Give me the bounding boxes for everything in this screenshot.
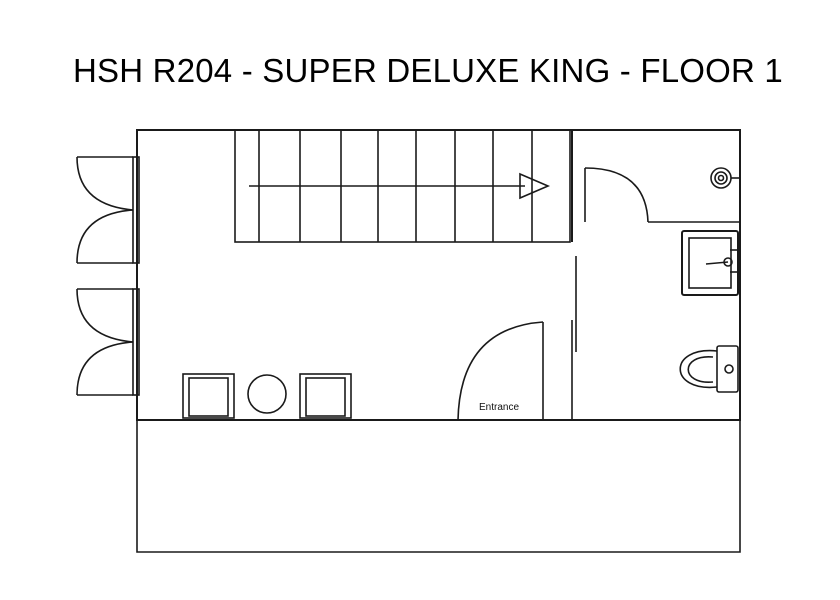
toilet-icon	[679, 345, 739, 393]
entrance-door	[457, 321, 544, 421]
entrance-label: Entrance	[479, 402, 519, 413]
sink-icon	[681, 230, 739, 296]
bathroom-door	[584, 167, 740, 223]
plan-title: HSH R204 - SUPER DELUXE KING - FLOOR 1	[73, 52, 783, 89]
staircase	[234, 129, 571, 243]
stair-direction-arrow	[519, 172, 551, 200]
lower-area	[136, 420, 741, 553]
room-outline	[136, 129, 741, 421]
armchair-right	[299, 373, 352, 419]
floor-drain-icon	[710, 167, 740, 189]
left-door-upper	[76, 156, 140, 264]
armchair-left	[182, 373, 235, 419]
round-table	[247, 374, 287, 414]
bathroom-partition	[571, 130, 577, 420]
left-door-lower	[76, 288, 140, 396]
